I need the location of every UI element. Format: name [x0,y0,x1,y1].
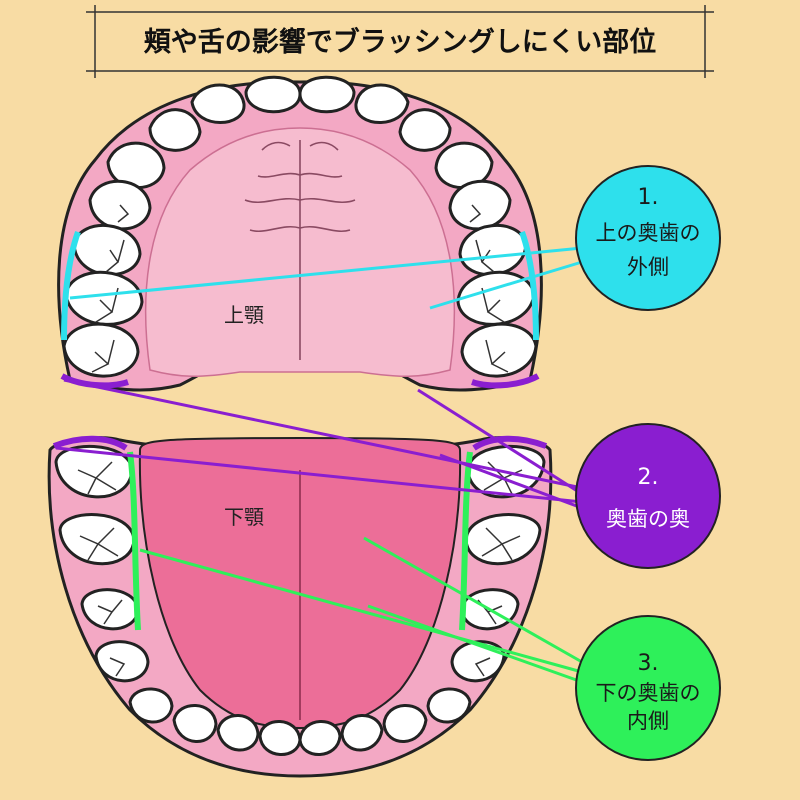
upper-teeth [62,75,538,378]
leader-line-3c [367,604,583,684]
callout-3-line2: 内側 [627,709,669,733]
lower-left-back-highlight [52,435,128,451]
leader-line-1b [429,260,583,310]
callout-1-number: 1. [638,185,659,210]
lower-left-inner-highlight [127,451,141,631]
callout-2: 2. 奥歯の奥 [575,423,721,569]
upper-left-outer-highlight [61,230,81,341]
lower-jaw-label: 下顎 [224,505,264,529]
callout-3-line1: 下の奥歯の [596,681,701,705]
palate-ridges [244,140,356,360]
lower-right-inner-highlight [459,451,473,631]
callout-2-number: 2. [638,465,659,490]
upper-jaw: 上顎 [57,75,543,392]
callout-2-circle [575,423,721,569]
callout-3: 3. 下の奥歯の 内側 [575,615,721,761]
callout-3-number: 3. [638,651,659,676]
callout-3-circle [575,615,721,761]
leader-line-2a [63,378,583,490]
leader-line-3b [363,536,583,664]
leader-line-2b [417,388,583,496]
callout-1-line1: 上の奥歯の [596,221,701,245]
title-frame: 頬や舌の影響でブラッシングしにくい部位 [86,5,714,78]
upper-left-back-highlight [60,373,129,389]
upper-right-outer-highlight [519,230,539,341]
callout-1-circle [575,165,721,311]
page-title: 頬や舌の影響でブラッシングしにくい部位 [144,26,656,58]
callout-1-line2: 外側 [627,255,669,279]
lower-right-back-highlight [472,435,548,451]
leader-line-1a [69,246,583,300]
leader-lines [55,246,583,684]
callout-2-line1: 奥歯の奥 [606,507,690,531]
callout-1: 1. 上の奥歯の 外側 [575,165,721,311]
leader-line-3a [139,548,583,674]
lower-jaw: 下顎 [47,435,553,778]
leader-line-2d [439,453,583,510]
upper-jaw-label: 上顎 [224,303,264,327]
upper-right-back-highlight [471,373,540,389]
leader-line-2c [55,446,583,504]
